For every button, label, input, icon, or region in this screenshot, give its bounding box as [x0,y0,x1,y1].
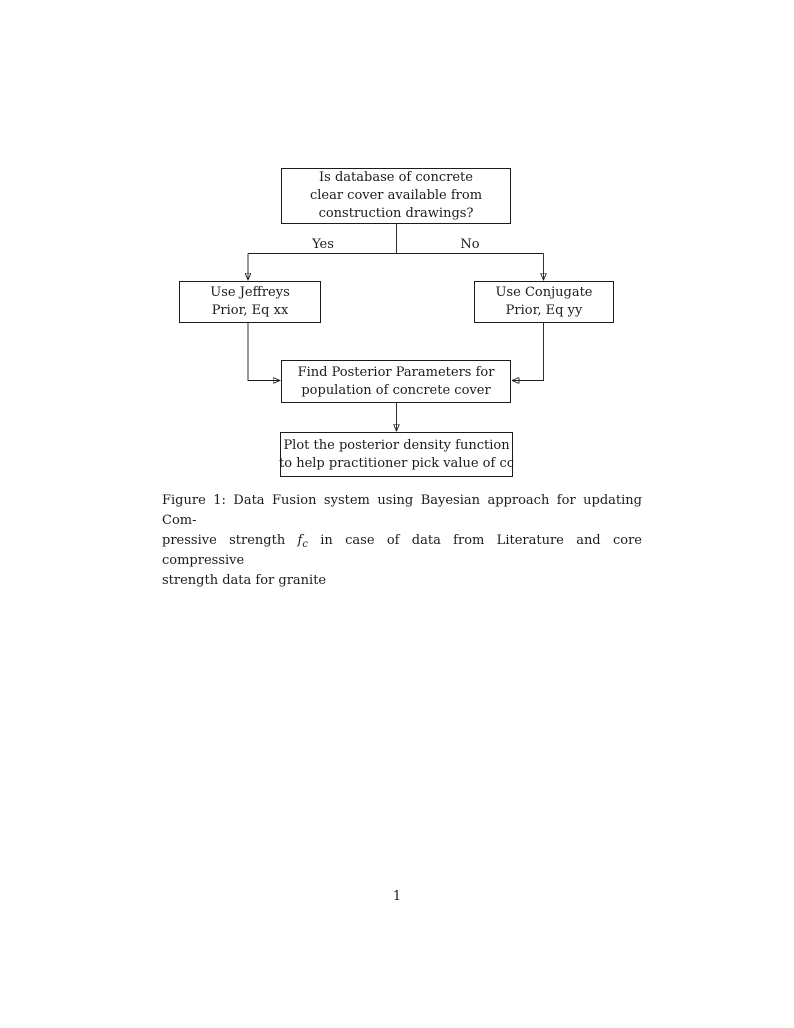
page-number: 1 [392,889,402,904]
edge-label-yes: Yes [312,237,334,252]
edge-conjugate-to-posterior-arrow [512,322,544,381]
flowchart-node-plot-density-label: Plot the posterior density function to h… [279,437,514,471]
math-subscript-c: c [302,539,308,550]
figure-caption-line-2-text-before: pressive strength [162,533,298,548]
flowchart-node-decision-label: Is database of concrete clear cover avai… [309,170,483,221]
flowchart-node-plot-density: Plot the posterior density function to h… [279,432,514,477]
figure-caption-line-2-text-after: in case of data from Literature and core… [162,533,642,568]
flowchart-node-jeffreys-prior-label: Use Jeffreys Prior, Eq xx [210,285,290,318]
flowchart-node-conjugate-prior: Use Conjugate Prior, Eq yy [474,281,614,323]
figure-caption: Figure 1: Data Fusion system using Bayes… [162,491,642,591]
figure-caption-line-1: Figure 1: Data Fusion system using Bayes… [162,493,642,528]
flowchart-node-conjugate-prior-label: Use Conjugate Prior, Eq yy [495,285,593,318]
edge-jeffreys-to-posterior-arrow [247,322,280,381]
flowchart-node-posterior-parameters-label: Find Posterior Parameters for population… [297,364,495,398]
edge-label-no: No [460,237,480,252]
math-fc-symbol: fc [297,533,308,550]
flowchart-node-decision: Is database of concrete clear cover avai… [281,168,511,224]
figure-caption-line-3: strength data for granite [162,573,327,588]
flowchart-node-posterior-parameters: Find Posterior Parameters for population… [281,360,511,403]
flowchart-node-jeffreys-prior: Use Jeffreys Prior, Eq xx [179,281,321,323]
math-f: f [297,533,303,548]
figure-caption-line-2: pressive strength fc in case of data fro… [162,531,642,571]
